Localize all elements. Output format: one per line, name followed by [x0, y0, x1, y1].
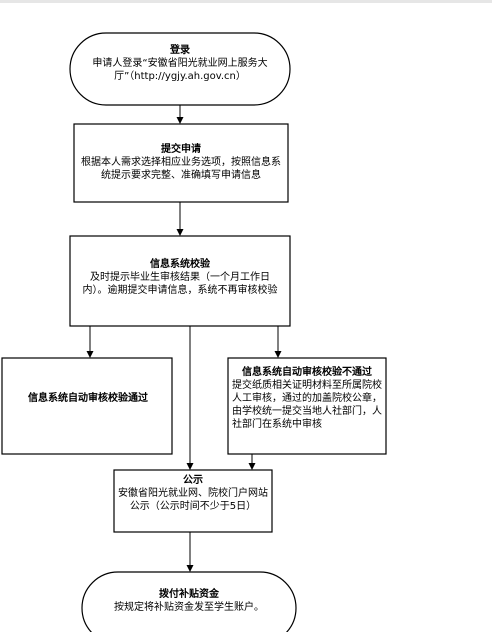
publicity-node-shape: [113, 469, 273, 533]
submit-node: 提交申请 根据本人需求选择相应业务选项，按照信息系统提示要求完整、准确填写申请信…: [80, 143, 282, 193]
login-node-title: 登录: [170, 45, 190, 56]
publicity-node-title: 公示: [183, 475, 203, 486]
verify-node-body: 及时提示毕业生审核结果（一个月工作日内）。逾期提交申请信息，系统不再审核校验: [82, 272, 278, 296]
pay-node: 拨付补贴资金 按规定将补贴资金发至学生账户。: [100, 588, 278, 620]
submit-node-shape: [73, 123, 289, 203]
verify-node-shape: [69, 235, 291, 327]
pay-node-shape: [81, 571, 297, 632]
fail-node: 信息系统自动审核校验不通过 提交纸质相关证明材料至所属院校人工审核，通过的加盖院…: [232, 366, 382, 450]
top-border: [0, 0, 492, 3]
login-node-body: 申请人登录“安徽省阳光就业网上服务大厅”（http://ygjy.ah.gov.…: [92, 58, 268, 82]
publicity-node: 公示 安徽省阳光就业网、院校门户网站公示（公示时间不少于5日）: [118, 474, 268, 528]
login-node: 登录 申请人登录“安徽省阳光就业网上服务大厅”（http://ygjy.ah.g…: [88, 44, 272, 94]
fail-node-title: 信息系统自动审核校验不通过: [242, 367, 372, 378]
fail-node-body: 提交纸质相关证明材料至所属院校人工审核，通过的加盖院校公章，由学校统一提交当地人…: [232, 380, 382, 430]
verify-node-title: 信息系统校验: [150, 259, 210, 270]
fail-node-shape: [227, 357, 387, 455]
pay-node-title: 拨付补贴资金: [159, 589, 219, 600]
verify-node: 信息系统校验 及时提示毕业生审核结果（一个月工作日内）。逾期提交申请信息，系统不…: [80, 258, 280, 318]
pay-node-body: 按规定将补贴资金发至学生账户。: [114, 602, 264, 613]
pass-node-shape: [1, 357, 173, 455]
submit-node-body: 根据本人需求选择相应业务选项，按照信息系统提示要求完整、准确填写申请信息: [81, 157, 281, 181]
publicity-node-body: 安徽省阳光就业网、院校门户网站公示（公示时间不少于5日）: [118, 488, 268, 512]
pass-node: 信息系统自动审核校验通过: [8, 392, 168, 412]
pass-node-title: 信息系统自动审核校验通过: [28, 393, 148, 404]
submit-node-title: 提交申请: [161, 144, 201, 155]
